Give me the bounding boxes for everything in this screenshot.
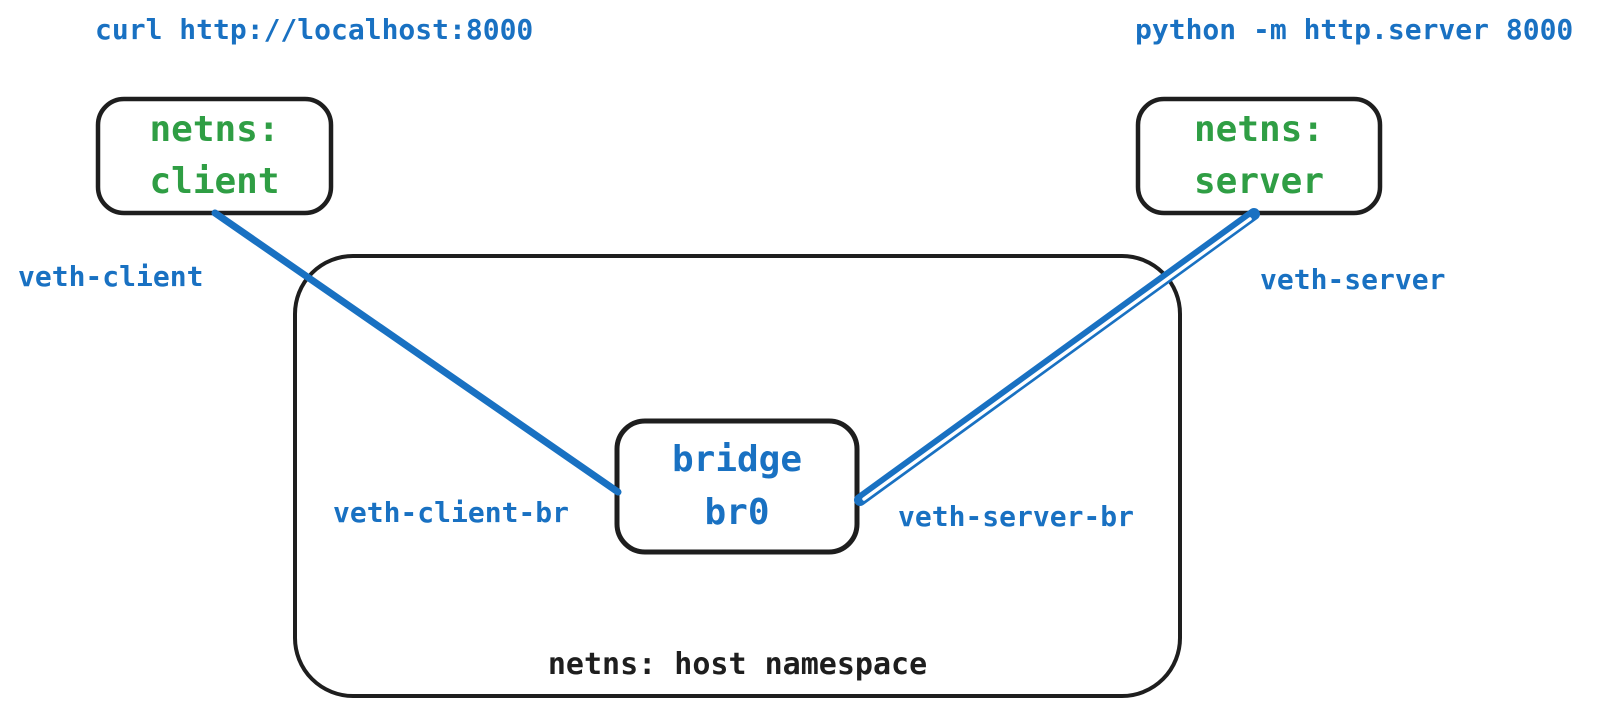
client-command-label: curl http://localhost:8000 xyxy=(95,13,534,46)
veth-client-link-line xyxy=(211,209,622,496)
veth-client-label: veth-client xyxy=(18,260,204,293)
veth-server-label: veth-server xyxy=(1260,263,1446,296)
netns-client-node: netns: client xyxy=(98,99,331,213)
netns-server-name: server xyxy=(1193,161,1325,202)
netns-server-title: netns: xyxy=(1193,108,1325,150)
veth-server-link-line-gap xyxy=(862,217,1252,501)
bridge-title: bridge xyxy=(671,439,803,481)
netns-server-node: netns: server xyxy=(1138,99,1380,213)
bridge-name: br0 xyxy=(704,491,770,533)
veth-server-br-label: veth-server-br xyxy=(898,500,1135,533)
host-namespace-box-outline xyxy=(293,254,1182,698)
bridge-box-outline xyxy=(614,418,860,555)
bridge-node: bridge br0 xyxy=(617,421,857,552)
veth-client-br-label: veth-client-br xyxy=(333,496,570,529)
netns-client-name: client xyxy=(149,161,280,202)
server-command-label: python -m http.server 8000 xyxy=(1135,13,1574,46)
netns-client-title: netns: xyxy=(149,108,280,150)
host-namespace-label: netns: host namespace xyxy=(547,647,928,682)
